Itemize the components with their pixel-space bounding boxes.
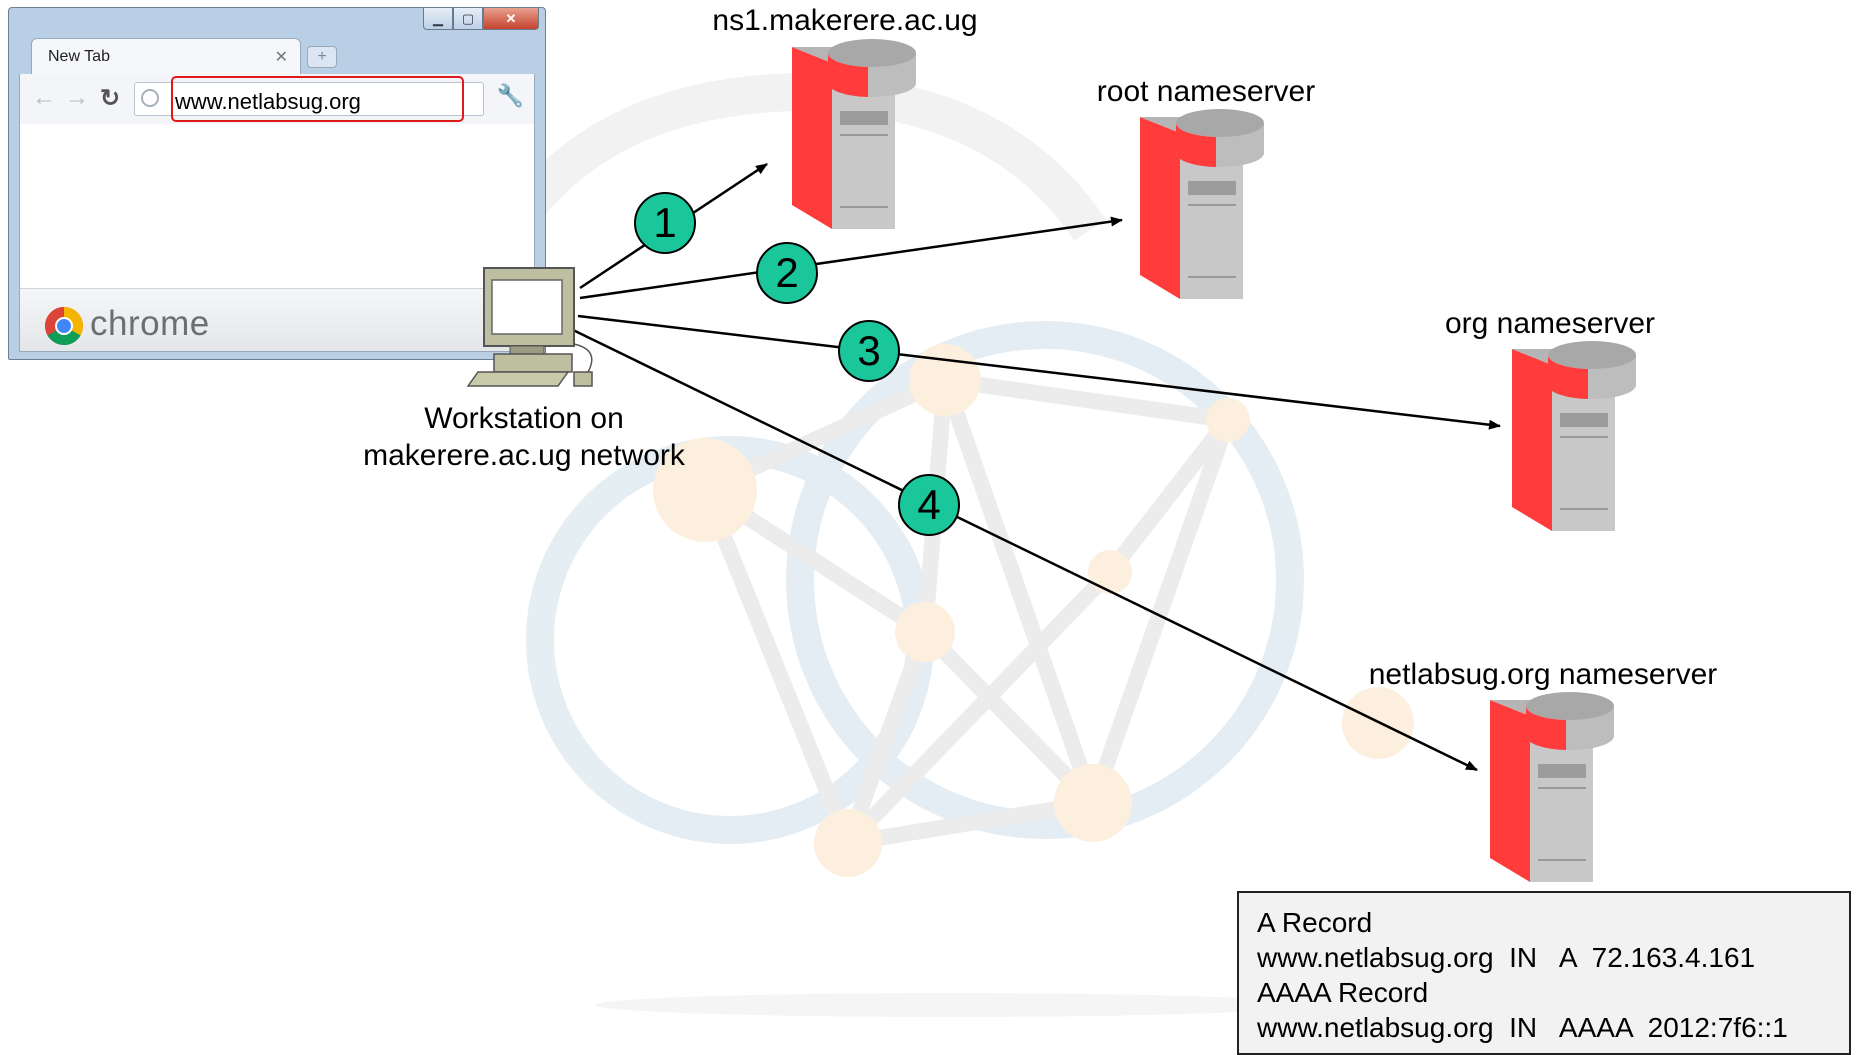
record-line: www.netlabsug.org IN A 72.163.4.161 [1257,942,1756,973]
server-netlabsug-icon [1490,692,1614,882]
workstation-label-line1: Workstation on [424,402,624,435]
window-controls: ▁ ▢ ✕ [423,8,539,32]
chrome-logo-icon [45,307,83,345]
record-line: AAAA Record [1257,977,1429,1008]
workstation-label-line2: makerere.ac.ug network [363,439,685,472]
forward-arrow-icon[interactable]: → [65,84,89,111]
browser-window: ▁ ▢ ✕ New Tab ✕ + ← → ↻ www.netlabsug.or… [8,7,546,360]
tab-new-tab[interactable]: New Tab ✕ [31,38,301,74]
maximize-icon[interactable]: ▢ [453,8,483,30]
query-arrow-3 [577,314,1501,430]
address-bar[interactable]: www.netlabsug.org [134,82,484,116]
minimize-icon[interactable]: ▁ [423,8,453,30]
record-line: A Record [1257,907,1373,938]
plus-icon[interactable]: + [307,46,337,68]
page-content [19,124,535,288]
servers [792,39,1636,882]
server-org-icon [1512,341,1636,531]
step-1-badge: 1 [634,192,696,254]
record-line: www.netlabsug.org IN AAAA 2012:7f6::1 [1257,1012,1788,1043]
step-4-badge: 4 [898,474,960,536]
tab-title: New Tab [48,48,110,65]
query-arrow-4 [572,328,1478,772]
back-arrow-icon[interactable]: ← [32,84,56,111]
new-tab-footer: chrome [19,288,535,352]
chrome-wordmark: chrome [90,304,210,343]
browser-toolbar: ← → ↻ www.netlabsug.org 🔧 [19,74,535,124]
reload-icon[interactable]: ↻ [100,85,121,112]
close-icon[interactable]: ✕ [274,49,288,66]
step-2-badge: 2 [756,242,818,304]
server-label-org: org nameserver [1444,307,1656,340]
workstation-computer-icon [466,267,593,387]
server-root-icon [1140,109,1264,299]
globe-icon [141,89,159,107]
close-icon[interactable]: ✕ [483,8,539,30]
server-ns1-icon [792,39,916,229]
query-arrow-2 [579,216,1123,300]
url-highlight-box [171,76,464,122]
server-label-ns1: ns1.makerere.ac.ug [712,4,978,37]
server-label-netlabsug: netlabsug.org nameserver [1368,658,1718,691]
server-label-root: root nameserver [1096,75,1316,108]
url-text[interactable]: www.netlabsug.org [175,89,361,114]
step-3-badge: 3 [838,320,900,382]
dns-record-box: A Record www.netlabsug.org IN A 72.163.4… [1237,891,1851,1055]
wrench-icon[interactable]: 🔧 [496,83,524,108]
